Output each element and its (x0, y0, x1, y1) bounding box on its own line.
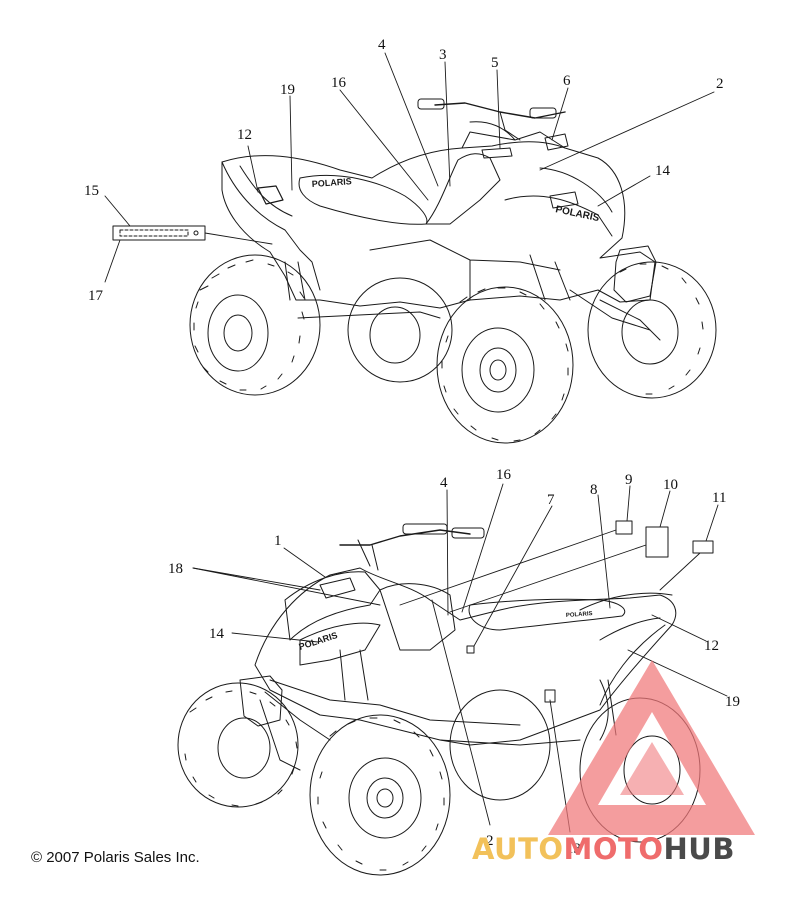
callout-3-top: 3 (439, 47, 447, 63)
polaris-decal-front-top: POLARIS (554, 204, 600, 224)
front-near-wheel-bottom (309, 714, 451, 876)
watermark-hub: HUB (663, 832, 735, 866)
callout-13-bottom: 13 (566, 841, 581, 857)
callout-8-bottom: 8 (590, 482, 598, 498)
decal-15-inset (112, 225, 206, 241)
callout-4-bottom: 4 (440, 475, 448, 491)
callout-5-top: 5 (491, 55, 499, 71)
callout-15-top: 15 (84, 183, 99, 199)
callout-17-top: 17 (88, 288, 104, 304)
atv-bottom-view (177, 523, 701, 876)
rear-wheel-top (189, 254, 321, 396)
decal-10-inset (645, 526, 669, 558)
callout-4-top: 4 (378, 37, 386, 53)
callout-14-top: 14 (655, 163, 671, 179)
front-far-wheel-top (587, 261, 717, 399)
decal-11-inset (692, 540, 714, 554)
decal-9-inset (615, 520, 633, 535)
watermark-moto: MOTO (563, 832, 664, 866)
callout-12-top: 12 (237, 127, 252, 143)
callout-12-bottom: 12 (704, 638, 719, 654)
callout-16-bottom: 16 (496, 467, 512, 483)
polaris-decal-rear-top: POLARIS (311, 176, 352, 189)
atv-top-view (189, 98, 717, 444)
watermark-logo-text: AUTOMOTOHUB (472, 832, 735, 866)
callout-14-bottom: 14 (209, 626, 225, 642)
callouts-top: 4 3 5 6 2 16 19 12 14 15 17 (84, 37, 724, 304)
watermark-auto: AUTO (472, 832, 564, 866)
callout-11-bottom: 11 (712, 490, 726, 506)
callout-18-bottom: 18 (168, 561, 183, 577)
callout-9-bottom: 9 (625, 472, 633, 488)
callout-10-bottom: 10 (663, 477, 678, 493)
front-wheel-bottom (177, 682, 299, 808)
callout-6-top: 6 (563, 73, 571, 89)
polaris-decal-rear-bottom: POLARIS (566, 611, 593, 619)
callout-7-bottom: 7 (547, 492, 555, 508)
leader-lines-top (104, 52, 715, 283)
callout-19-top: 19 (280, 82, 295, 98)
callouts-bottom: 4 16 7 8 9 10 11 1 18 14 12 19 2 13 (168, 467, 740, 857)
leader-lines-bottom (192, 483, 728, 833)
callout-2-bottom: 2 (486, 833, 494, 849)
callout-1-bottom: 1 (274, 533, 282, 549)
front-wheel-top (436, 286, 574, 444)
callout-19-bottom: 19 (725, 694, 740, 710)
copyright-notice: © 2007 Polaris Sales Inc. (31, 849, 200, 866)
callout-16-top: 16 (331, 75, 347, 91)
watermark-triangle-logo (548, 660, 755, 835)
callout-2-top: 2 (716, 76, 724, 92)
polaris-decal-front-bottom: POLARIS (298, 630, 339, 652)
